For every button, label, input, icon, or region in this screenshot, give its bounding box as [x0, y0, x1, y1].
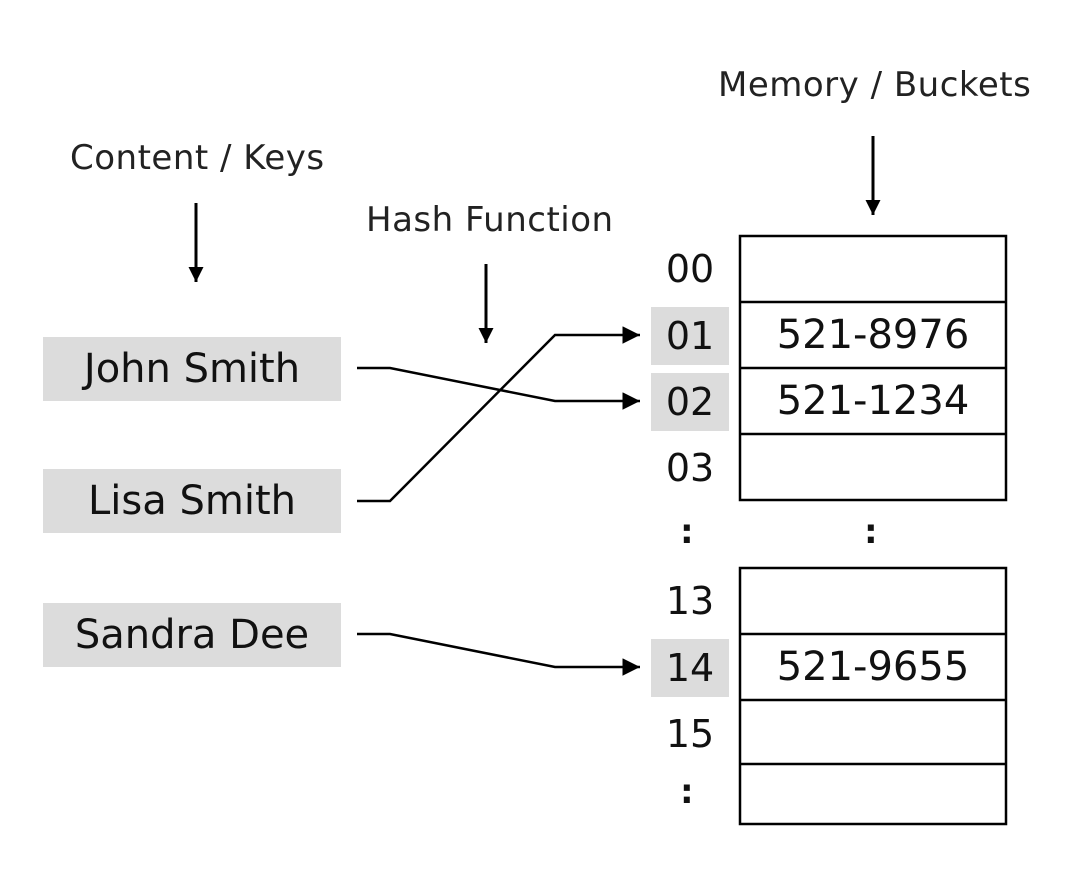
- bucket-value: [742, 701, 1004, 764]
- bucket-group-bottom: [738, 566, 1008, 826]
- bucket-value: [742, 238, 1004, 302]
- buckets-header: Memory / Buckets: [718, 65, 1032, 105]
- bucket-index: 03: [665, 446, 715, 490]
- hash-arrow-john-smith: [357, 366, 640, 410]
- key-john-smith: John Smith: [43, 337, 341, 401]
- bucket-index: 15: [665, 712, 715, 756]
- bucket-index: 13: [665, 579, 715, 623]
- bucket-index-highlighted: 14: [651, 639, 729, 697]
- keys-header: Content / Keys: [70, 138, 325, 178]
- hash-arrow-sandra-dee: [357, 632, 640, 676]
- key-lisa-smith: Lisa Smith: [43, 469, 341, 533]
- ellipsis-index: :: [680, 512, 694, 552]
- bucket-value: [742, 435, 1004, 499]
- bucket-value: 521-9655: [776, 644, 970, 690]
- bucket-index-highlighted: 02: [651, 373, 729, 431]
- bucket-value: [742, 570, 1004, 634]
- bucket-index: 00: [665, 247, 715, 291]
- bucket-value: 521-1234: [776, 378, 970, 424]
- ellipsis-value: :: [864, 512, 878, 552]
- trailing-ellipsis-index: :: [680, 772, 694, 812]
- key-sandra-dee: Sandra Dee: [43, 603, 341, 667]
- hash-function-header: Hash Function: [366, 200, 614, 240]
- bucket-value: 521-8976: [776, 312, 970, 358]
- bucket-index-highlighted: 01: [651, 307, 729, 365]
- hash-arrow-lisa-smith: [357, 326, 640, 503]
